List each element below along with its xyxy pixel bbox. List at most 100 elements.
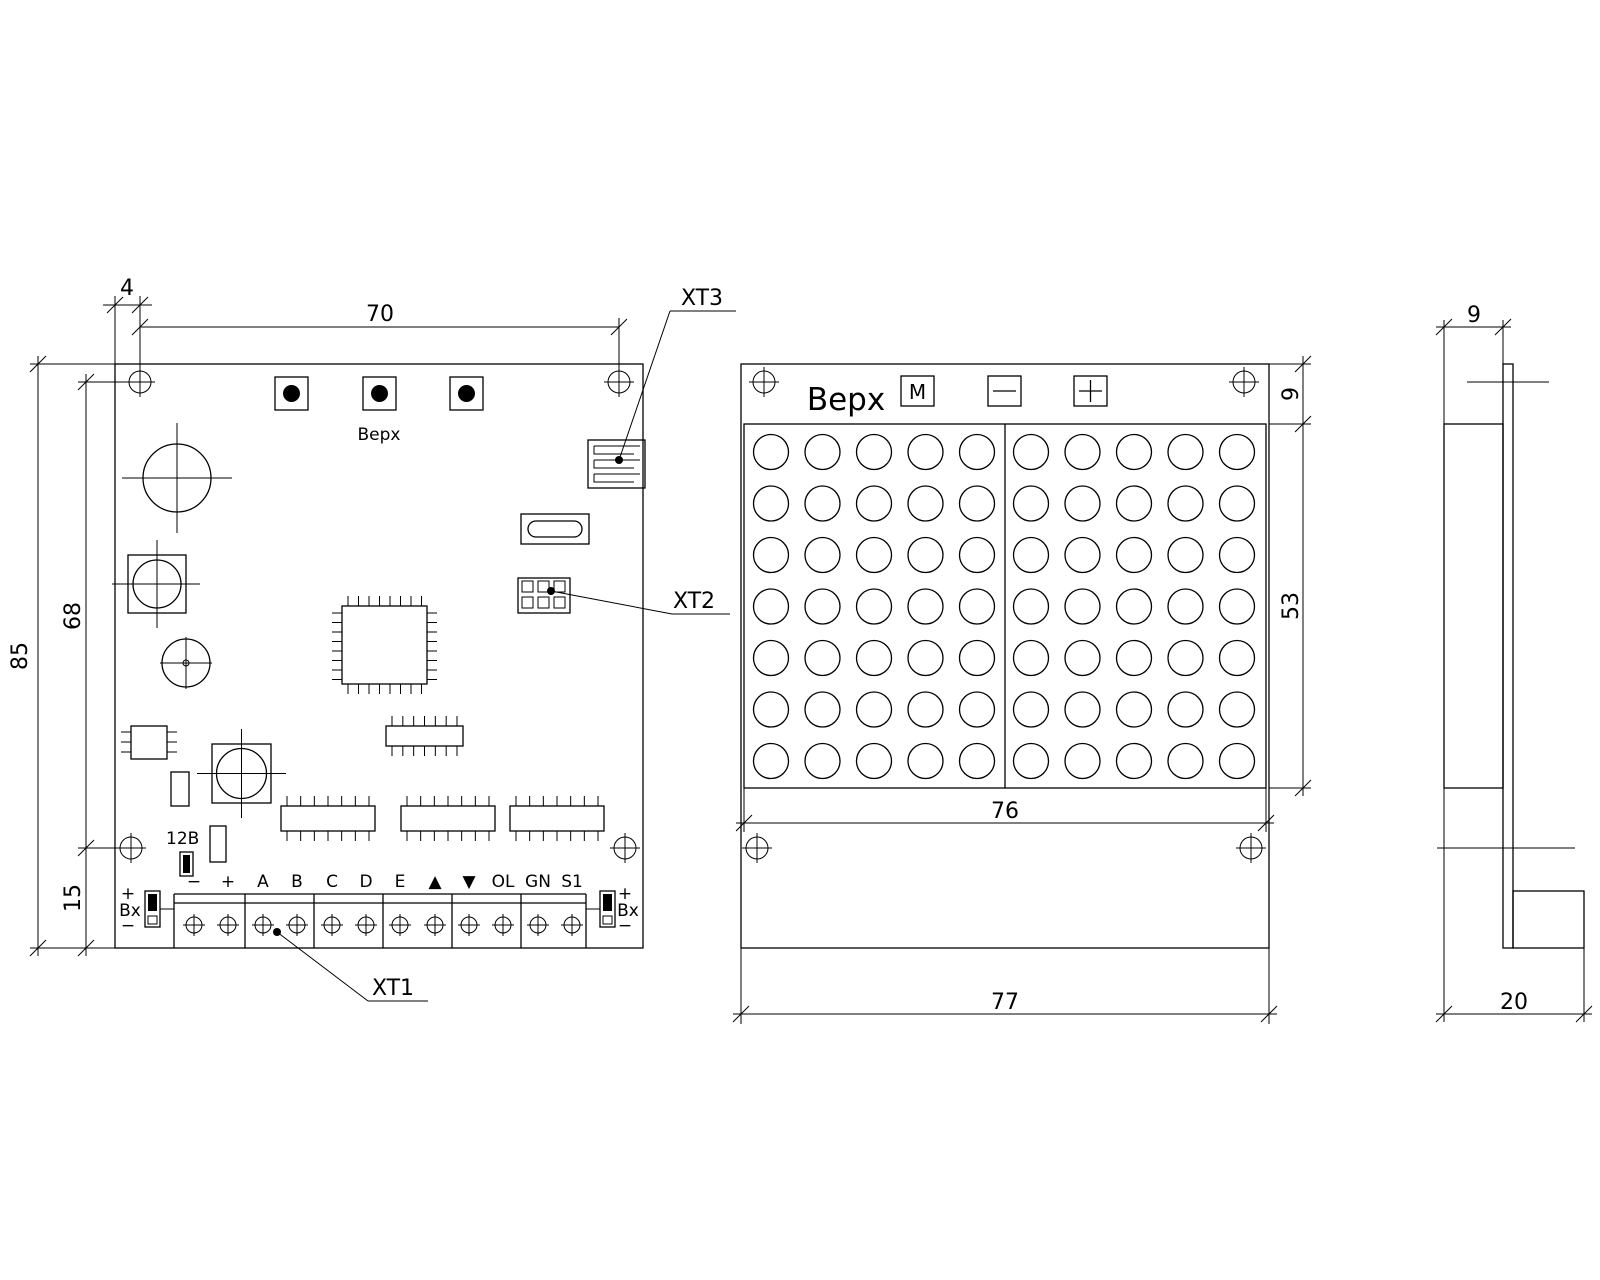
right-input-minus: − (618, 916, 632, 936)
right-input-label: Вх (617, 901, 639, 921)
dim-board-offset: 4 (120, 276, 134, 301)
terminal-label: A (257, 872, 269, 892)
led-icon (855, 639, 893, 677)
led-icon (1064, 588, 1101, 625)
led-icon (1167, 742, 1204, 780)
dim-board-hole-height: 68 (61, 602, 86, 630)
led-icon (907, 742, 944, 780)
led-icon (752, 536, 790, 574)
led-icon (1012, 639, 1050, 677)
front-view: Верх M (740, 363, 1311, 949)
led-icon (1218, 742, 1256, 780)
led-icon (958, 742, 996, 780)
dim-side-top: 9 (1467, 303, 1481, 328)
led-icon (752, 485, 790, 522)
terminal-label: E (395, 872, 406, 892)
terminal-label: + (221, 872, 235, 892)
led-icon (1218, 639, 1256, 677)
terminal-label: GN (525, 872, 551, 892)
supply-label: 12В (166, 829, 199, 849)
board-outline (114, 363, 644, 949)
svg-text:M: M (909, 380, 926, 404)
led-icon (1115, 485, 1153, 522)
resistor-icon (209, 825, 227, 863)
capacitor-icon (122, 423, 232, 533)
led-icon (1064, 691, 1101, 728)
terminal-label: ▼ (462, 872, 476, 892)
terminal-screws (183, 914, 583, 936)
led-icon (1115, 639, 1153, 677)
ic-icon (280, 796, 376, 841)
callout-xt2: XT2 (673, 589, 715, 614)
led-icon (1012, 485, 1050, 522)
board-view: Верх 12В (112, 363, 646, 949)
led-icon (1115, 433, 1153, 471)
led-icon (752, 639, 790, 677)
led-icon (1064, 536, 1101, 574)
led-icon (907, 588, 944, 625)
led-icon (752, 742, 790, 780)
led-icon (804, 485, 841, 522)
dim-front-top: 9 (1279, 387, 1304, 401)
led-icon (958, 433, 996, 471)
led-icon (1012, 433, 1050, 471)
led-icon (752, 588, 790, 625)
led-icon (804, 536, 841, 574)
led-icon (1167, 588, 1204, 625)
menu-button-icon: M (900, 375, 935, 407)
side-view (1437, 320, 1585, 1022)
led-icon (1064, 485, 1101, 522)
led-icon (1064, 639, 1101, 677)
callouts: XT3 XT2 XT1 (273, 286, 736, 1002)
led-icon (855, 485, 893, 522)
dim-side-depth: 20 (1500, 990, 1528, 1015)
terminal-label: D (359, 872, 372, 892)
xt2-connector-icon (517, 577, 571, 614)
led-icon (855, 691, 893, 728)
led-icon (958, 485, 996, 522)
led-icon (1115, 588, 1153, 625)
terminal-label: ▲ (428, 872, 442, 892)
led-icon (1115, 742, 1153, 780)
led-icon (958, 536, 996, 574)
inductor-icon (112, 540, 200, 628)
crystal-icon (520, 513, 590, 545)
led-icon (1064, 742, 1101, 780)
right-input-plus: + (618, 884, 632, 904)
dimensions: 4 70 85 68 15 9 53 76 (8, 276, 1593, 1024)
xt3-connector-icon (587, 439, 646, 489)
mounting-hole-icon (610, 833, 640, 863)
led-icon (855, 433, 893, 471)
terminal-label: − (187, 872, 201, 892)
round-component-icon (160, 637, 212, 689)
side-pcb (1502, 363, 1514, 949)
led-icon (804, 588, 841, 625)
led-icon (1167, 691, 1204, 728)
mounting-hole-icon (116, 833, 146, 863)
led-icon (804, 691, 841, 728)
led-icon (1064, 433, 1101, 471)
led-icon (1012, 588, 1050, 625)
mounting-hole-icon (604, 367, 634, 397)
ic-icon (509, 796, 605, 841)
led-icon (1012, 691, 1050, 728)
led-icon (1218, 588, 1256, 625)
led-icon (1115, 691, 1153, 728)
terminal-label: S1 (561, 872, 583, 892)
led-icon (804, 742, 841, 780)
led-icon (1218, 433, 1256, 471)
small-chip-icon (121, 725, 177, 760)
led-icon (1218, 691, 1256, 728)
input-jumper-icon (586, 890, 616, 928)
led-icon (855, 742, 893, 780)
push-button-icon (362, 376, 397, 411)
led-icon (958, 588, 996, 625)
led-icon (804, 433, 841, 471)
push-button-icon (274, 376, 309, 411)
led-icon (907, 639, 944, 677)
mounting-hole-icon (125, 367, 155, 397)
mounting-hole-icon (1229, 367, 1259, 397)
led-icon (1012, 536, 1050, 574)
left-input-minus: − (121, 916, 135, 936)
